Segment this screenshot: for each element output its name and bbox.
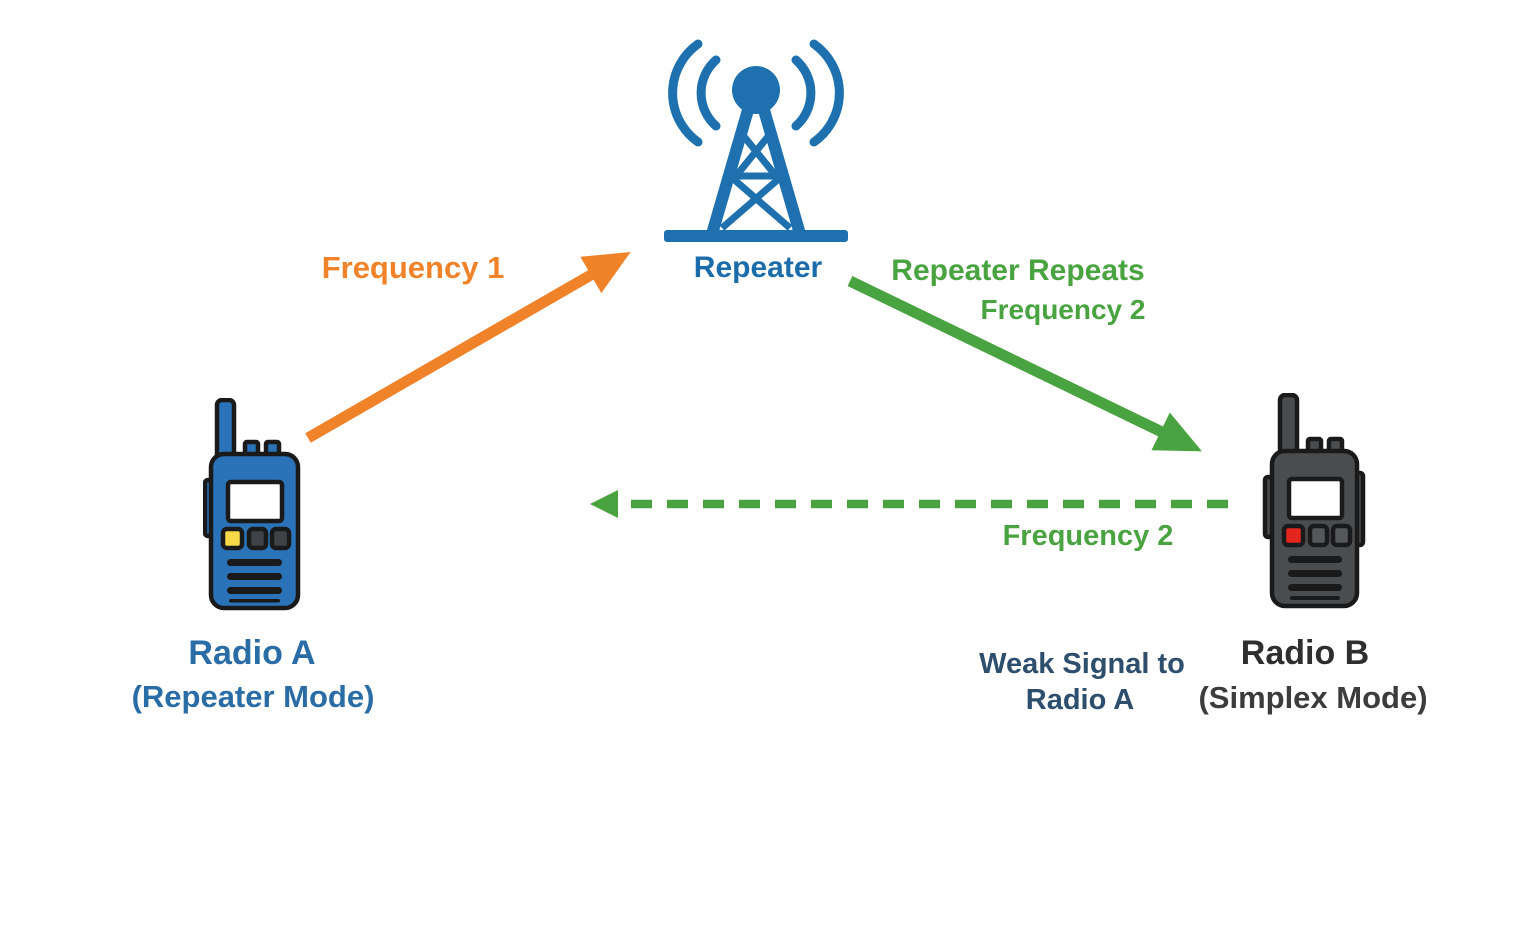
- frequency1-arrow: [305, 252, 631, 443]
- left-inner-wave-icon: [696, 55, 721, 131]
- left-outer-wave-icon: [668, 39, 703, 147]
- antenna-head: [732, 66, 780, 114]
- tower-ground-bar: [664, 230, 848, 242]
- tower-legs: [706, 108, 806, 236]
- radio-a-subtitle: (Repeater Mode): [131, 679, 375, 714]
- frequency1-label: Frequency 1: [321, 250, 505, 285]
- radio-b-walkie-talkie-icon: [1262, 393, 1366, 609]
- radio-b-antenna: [1277, 393, 1300, 460]
- radio-a-button-2: [246, 526, 269, 551]
- radio-a-speaker-grille: [227, 559, 282, 603]
- radio-a-yellow-button: [220, 526, 245, 551]
- weak-signal-note-line2: Radio A: [1025, 684, 1135, 716]
- radio-a-button-3: [269, 526, 292, 551]
- repeater-repeats-arrow: [847, 276, 1203, 452]
- right-inner-wave-icon: [791, 55, 816, 131]
- repeater-repeats-label-line1: Repeater Repeats: [891, 254, 1145, 287]
- radio-b-speaker-grille: [1288, 556, 1342, 600]
- radio-b-screen: [1286, 476, 1345, 521]
- weak-signal-note-line1: Weak Signal to: [979, 648, 1185, 680]
- radio-tower-icon: [664, 39, 848, 242]
- radio-a-title: Radio A: [188, 634, 316, 672]
- radio-b-button-3: [1330, 523, 1353, 548]
- radio-b-red-button: [1281, 523, 1306, 548]
- radio-b-subtitle: (Simplex Mode): [1198, 680, 1428, 715]
- radio-b-title: Radio B: [1240, 634, 1370, 672]
- frequency2-dashed-label: Frequency 2: [1002, 520, 1174, 552]
- repeater-label: Repeater: [693, 251, 823, 284]
- right-outer-wave-icon: [809, 39, 844, 147]
- radio-a-screen: [225, 479, 285, 524]
- radio-a-walkie-talkie-icon: [203, 398, 301, 611]
- radio-a-antenna: [214, 398, 237, 463]
- tower-braces: [719, 131, 793, 231]
- repeater-repeats-label-line2: Frequency 2: [980, 294, 1146, 325]
- radio-b-button-2: [1307, 523, 1330, 548]
